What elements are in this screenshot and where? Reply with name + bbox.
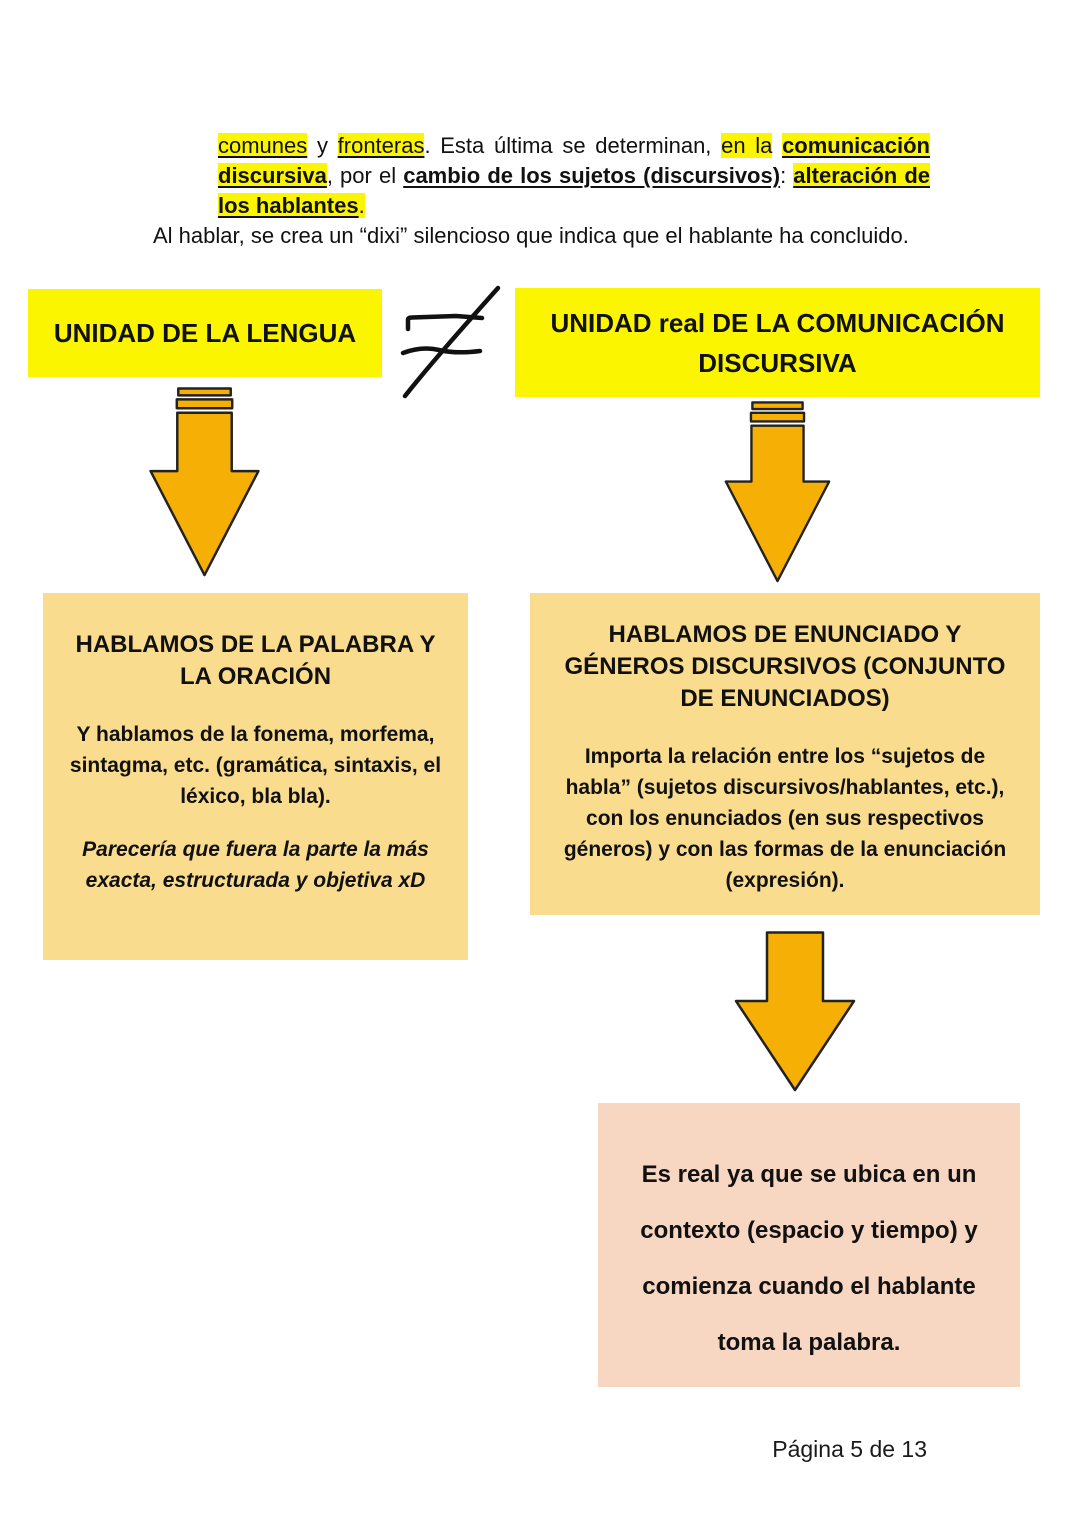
left-down-arrow-icon	[149, 387, 260, 577]
unidad-comunicacion-title: UNIDAD real DE LA COMUNICACIÓN DISCURSIV…	[550, 307, 1005, 378]
dixi-paragraph: Al hablar, se crea un “dixi” silencioso …	[153, 223, 909, 248]
page-number: Página 5 de 13	[772, 1436, 927, 1462]
text-run: .	[358, 193, 365, 218]
not-equal-icon	[400, 285, 501, 399]
palabra-oracion-body: Y hablamos de la fonema, morfema, sintag…	[69, 723, 442, 808]
arrow-body	[149, 411, 260, 577]
arrow-stripe	[177, 387, 232, 397]
arrow-stripe	[751, 401, 804, 411]
bottom-down-arrow-icon	[734, 931, 856, 1092]
text-run: , por el	[326, 163, 404, 188]
palabra-oracion-heading: HABLAMOS DE LA PALABRA Y LA ORACIÓN	[75, 631, 436, 690]
arrow-stripe	[749, 411, 806, 423]
text-run: comunes	[218, 133, 308, 158]
arrow-stripe	[175, 398, 234, 410]
text-run: . Esta última se determinan,	[424, 133, 722, 158]
text-run	[772, 133, 782, 158]
palabra-oracion-box: HABLAMOS DE LA PALABRA Y LA ORACIÓN Y ha…	[43, 593, 468, 960]
contexto-real-box: Es real ya que se ubica en un contexto (…	[598, 1103, 1020, 1387]
arrow-body	[734, 931, 856, 1092]
enunciado-generos-body: Importa la relación entre los “sujetos d…	[563, 745, 1007, 892]
not-equal-bottom-stroke	[400, 346, 483, 356]
palabra-oracion-note: Parecería que fuera la parte la más exac…	[82, 838, 429, 892]
unidad-lengua-title: UNIDAD DE LA LENGUA	[53, 317, 357, 348]
arrow-body	[724, 424, 831, 583]
enunciado-generos-heading: HABLAMOS DE ENUNCIADO Y GÉNEROS DISCURSI…	[564, 621, 1006, 712]
text-run: y	[307, 133, 338, 158]
enunciado-generos-box: HABLAMOS DE ENUNCIADO Y GÉNEROS DISCURSI…	[530, 593, 1040, 915]
unidad-comunicacion-box: UNIDAD real DE LA COMUNICACIÓN DISCURSIV…	[515, 288, 1040, 397]
not-equal-slash-stroke	[402, 285, 501, 399]
unidad-lengua-box: UNIDAD DE LA LENGUA	[28, 289, 382, 377]
text-run: cambio de los sujetos (discursivos)	[403, 163, 781, 188]
text-run: fronteras	[337, 133, 425, 158]
text-run: en la	[721, 133, 773, 158]
not-equal-top-stroke	[405, 313, 485, 332]
intro-paragraph: comunes y fronteras. Esta última se dete…	[218, 131, 930, 221]
right-down-arrow-icon	[724, 401, 831, 583]
text-run: :	[780, 163, 794, 188]
